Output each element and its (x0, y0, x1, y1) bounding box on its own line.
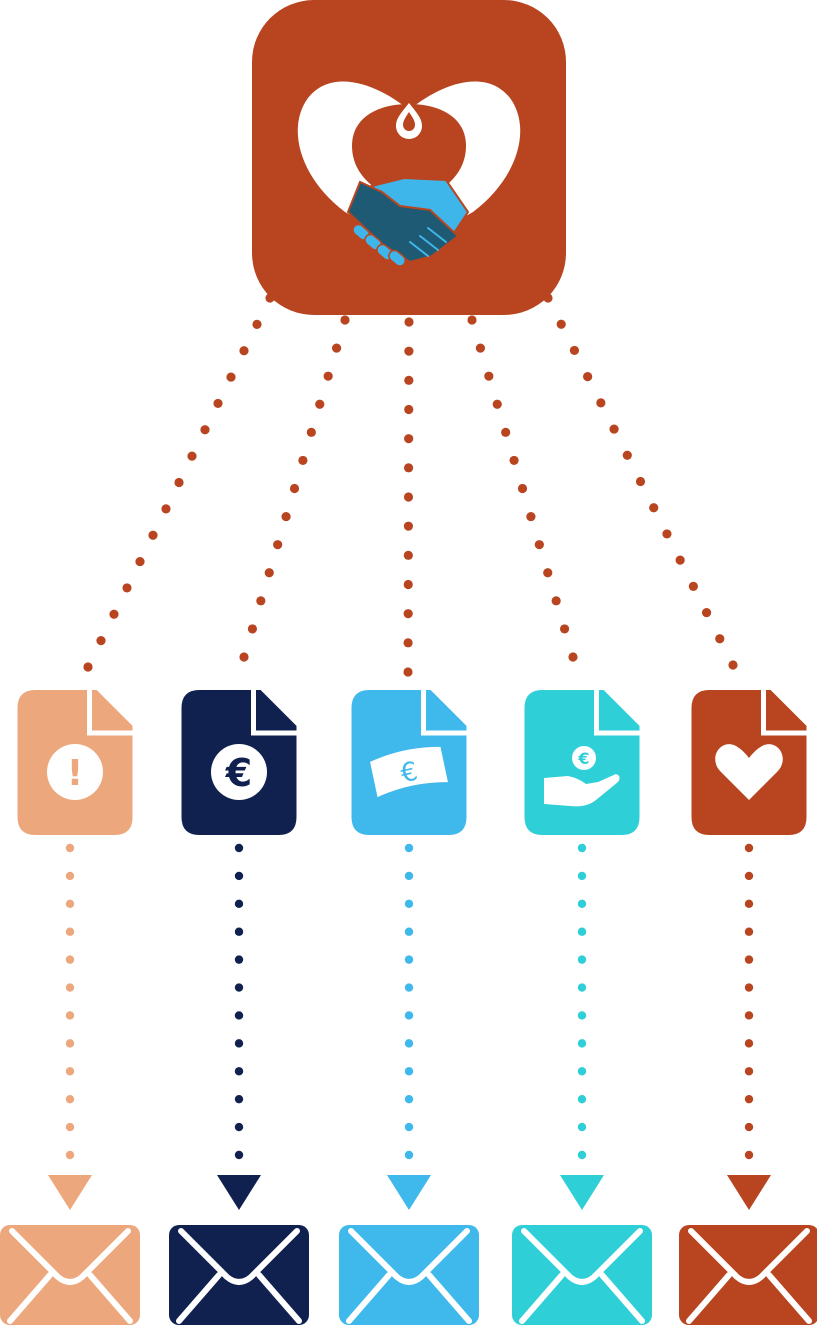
hub-app-icon[interactable] (252, 0, 566, 315)
banknote-icon: € (370, 746, 448, 798)
envelope-heart[interactable] (679, 1225, 817, 1325)
arrowhead (727, 1175, 771, 1210)
arrow-donation (560, 843, 604, 1210)
hub-connector-euro (239, 315, 350, 662)
arrowhead (560, 1175, 604, 1210)
exclamation-icon: ! (47, 744, 103, 800)
arrowhead (48, 1175, 92, 1210)
document-euro[interactable]: € (181, 690, 297, 835)
document-banknote[interactable]: € (351, 690, 467, 835)
document-heart[interactable] (691, 690, 807, 835)
document-row: ! € € € (17, 690, 807, 835)
envelope-banknote[interactable] (339, 1225, 479, 1325)
hub-connector-banknote (403, 317, 414, 677)
svg-text:€: € (398, 757, 420, 790)
envelope-donation[interactable] (512, 1225, 652, 1325)
arrow-banknote (387, 843, 431, 1210)
heart-handshake-icon (297, 81, 521, 267)
envelope-alert[interactable] (0, 1225, 140, 1325)
euro-coin-icon: € (211, 744, 267, 800)
hub-connector-alert (83, 293, 275, 672)
arrow-euro (217, 843, 261, 1210)
envelope-euro[interactable] (169, 1225, 309, 1325)
arrowhead (217, 1175, 261, 1210)
svg-text:!: ! (67, 753, 83, 794)
document-alert[interactable]: ! (17, 690, 133, 835)
arrow-alert (48, 843, 92, 1210)
connector-lines (48, 293, 771, 1210)
envelope-row (0, 1225, 817, 1325)
arrowhead (387, 1175, 431, 1210)
svg-text:€: € (225, 751, 252, 795)
hub-connector-heart (543, 293, 738, 670)
heart-icon (715, 744, 783, 800)
arrow-heart (727, 843, 771, 1210)
hub-connector-donation (467, 315, 578, 662)
svg-text:€: € (577, 749, 589, 768)
hand-coin-icon: € (544, 746, 620, 807)
document-donation[interactable]: € (524, 690, 640, 835)
